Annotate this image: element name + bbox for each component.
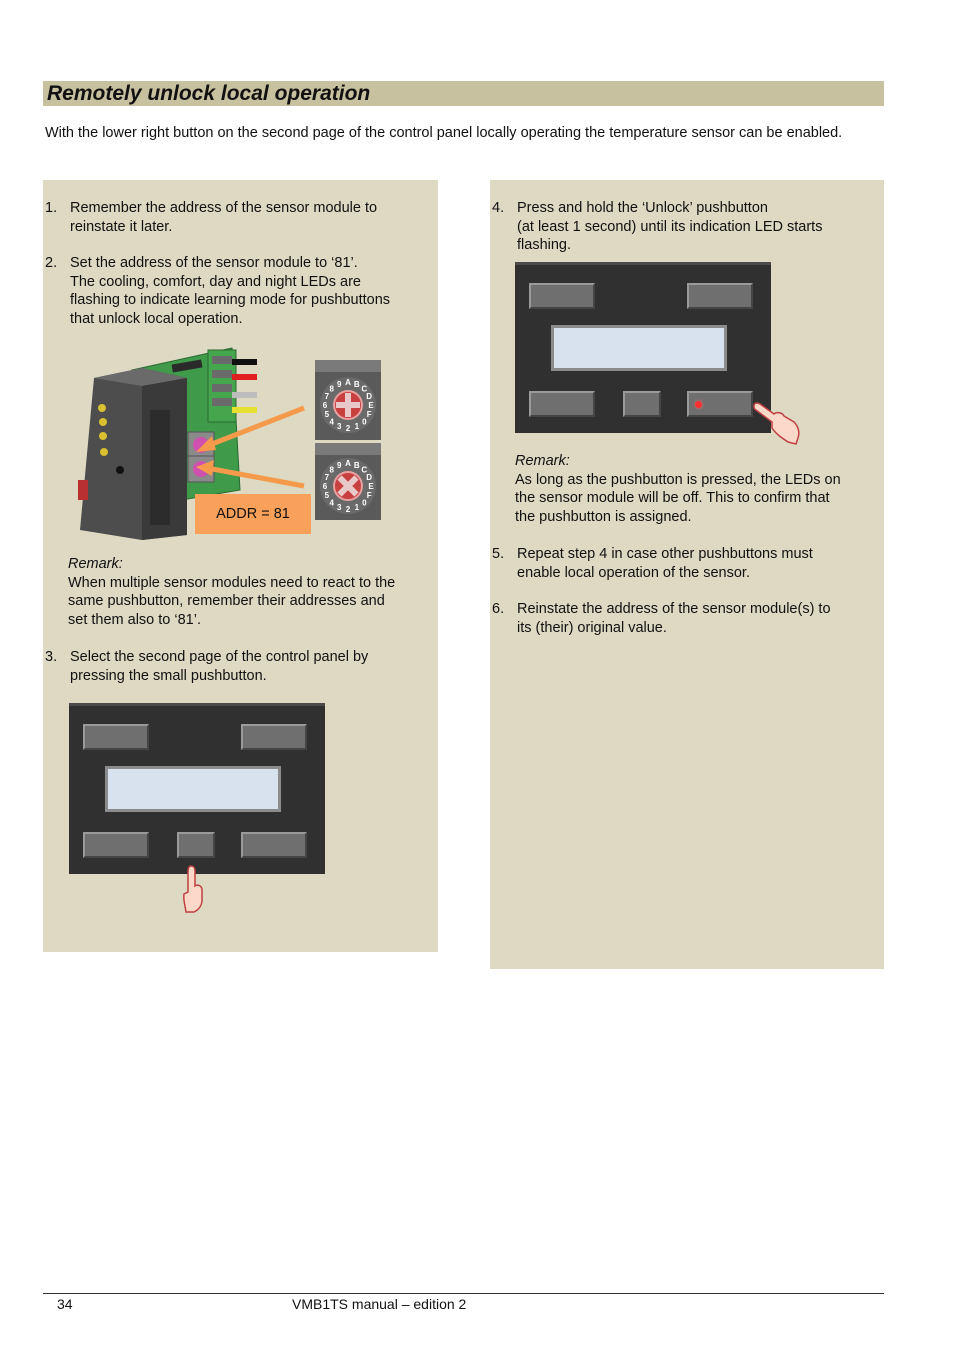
- remark-line: When multiple sensor modules need to rea…: [68, 574, 396, 591]
- remark-line: the sensor module will be off. This to c…: [515, 490, 830, 506]
- panel-button: [241, 724, 307, 750]
- step-line: Remember the address of the sensor modul…: [70, 200, 378, 216]
- step-line: Select the second page of the control pa…: [70, 649, 369, 665]
- sensor-module-illustration: [78, 347, 305, 540]
- rotary-digit: 8: [329, 466, 334, 475]
- indication-led: [695, 401, 702, 408]
- rotary-digit: 3: [337, 422, 342, 431]
- unlock-pushbutton: [687, 391, 753, 417]
- lcd-display: [105, 766, 281, 812]
- rotary-digit: C: [361, 385, 367, 394]
- step-line: Press and hold the ‘Unlock’ pushbutton: [517, 200, 768, 216]
- small-pushbutton: [177, 832, 215, 858]
- rotary-digit: B: [354, 461, 360, 470]
- panel-button: [687, 283, 753, 309]
- rotary-digit: D: [366, 473, 372, 482]
- panel-button: [83, 724, 149, 750]
- rotary-digit: B: [354, 380, 360, 389]
- remark-line: As long as the pushbutton is pressed, th…: [515, 471, 841, 488]
- step-number: 4.: [492, 200, 505, 216]
- rotary-digit: A: [345, 378, 351, 387]
- step-line: Set the address of the sensor module to …: [70, 255, 358, 271]
- rotary-digit: E: [368, 401, 374, 410]
- pointing-hand-icon: [183, 865, 203, 913]
- rotary-digit: 1: [355, 503, 360, 512]
- rotary-digit: 2: [346, 424, 351, 433]
- rotary-digit: 4: [329, 417, 334, 426]
- pointing-hand-icon: [753, 402, 800, 445]
- rotary-digit: D: [366, 392, 372, 401]
- step-line: flashing.: [517, 237, 572, 253]
- step-number: 6.: [492, 601, 505, 617]
- rotary-digit: 8: [329, 385, 334, 394]
- footer-divider: [43, 1293, 884, 1294]
- step-line: its (their) original value.: [517, 619, 667, 636]
- panel-button: [529, 283, 595, 309]
- small-pushbutton: [623, 391, 661, 417]
- rotary-digit: F: [367, 491, 372, 500]
- rotary-digit: 9: [337, 380, 342, 389]
- rotary-digit: 3: [337, 503, 342, 512]
- step-line: that unlock local operation.: [70, 310, 243, 327]
- step-line: (at least 1 second) until its indication…: [517, 218, 823, 235]
- section-title: Remotely unlock local operation: [43, 81, 884, 106]
- remark-left: Remark: When multiple sensor modules nee…: [68, 555, 438, 629]
- panel-button: [83, 832, 149, 858]
- rotary-digit: A: [345, 459, 351, 468]
- rotary-digit: 9: [337, 461, 342, 470]
- rotary-digit: 2: [346, 505, 351, 514]
- remark-line: same pushbutton, remember their addresse…: [68, 593, 385, 609]
- step-line: The cooling, comfort, day and night LEDs…: [70, 273, 361, 290]
- manual-title: VMB1TS manual – edition 2: [292, 1296, 467, 1312]
- remark-title: Remark:: [68, 556, 123, 572]
- intro-paragraph: With the lower right button on the secon…: [45, 125, 843, 141]
- rotary-digit: 6: [323, 482, 328, 491]
- rotary-digit: 7: [325, 392, 330, 401]
- rotary-digit: 4: [329, 498, 334, 507]
- step-line: reinstate it later.: [70, 218, 173, 235]
- rotary-digit: 6: [323, 401, 328, 410]
- step-number: 5.: [492, 546, 505, 562]
- address-label: ADDR = 81: [195, 494, 311, 534]
- rotary-digit: 0: [362, 498, 367, 507]
- step-line: Repeat step 4 in case other pushbuttons …: [517, 546, 813, 562]
- control-panel-illustration: [69, 703, 325, 874]
- rotary-digit: 1: [355, 422, 360, 431]
- control-panel-illustration: [515, 262, 771, 433]
- rotary-digit: 7: [325, 473, 330, 482]
- rotary-digit: C: [361, 466, 367, 475]
- remark-title: Remark:: [515, 453, 570, 469]
- step-line: flashing to indicate learning mode for p…: [70, 292, 391, 308]
- step-number: 3.: [45, 649, 58, 665]
- step-line: pressing the small pushbutton.: [70, 667, 267, 684]
- panel-button: [529, 391, 595, 417]
- step-line: Reinstate the address of the sensor modu…: [517, 601, 831, 617]
- rotary-digit: 5: [325, 410, 330, 419]
- remark-right: Remark: As long as the pushbutton is pre…: [515, 452, 885, 526]
- step-number: 1.: [45, 200, 58, 216]
- rotary-digit: 5: [325, 491, 330, 500]
- step-number: 2.: [45, 255, 58, 271]
- rotary-digit: F: [367, 410, 372, 419]
- step-line: enable local operation of the sensor.: [517, 564, 750, 581]
- panel-button: [241, 832, 307, 858]
- remark-line: set them also to ‘81’.: [68, 611, 201, 628]
- remark-line: the pushbutton is assigned.: [515, 508, 692, 525]
- page-number: 34: [57, 1296, 73, 1312]
- rotary-digit: 0: [362, 417, 367, 426]
- lcd-display: [551, 325, 727, 371]
- rotary-digit: E: [368, 482, 374, 491]
